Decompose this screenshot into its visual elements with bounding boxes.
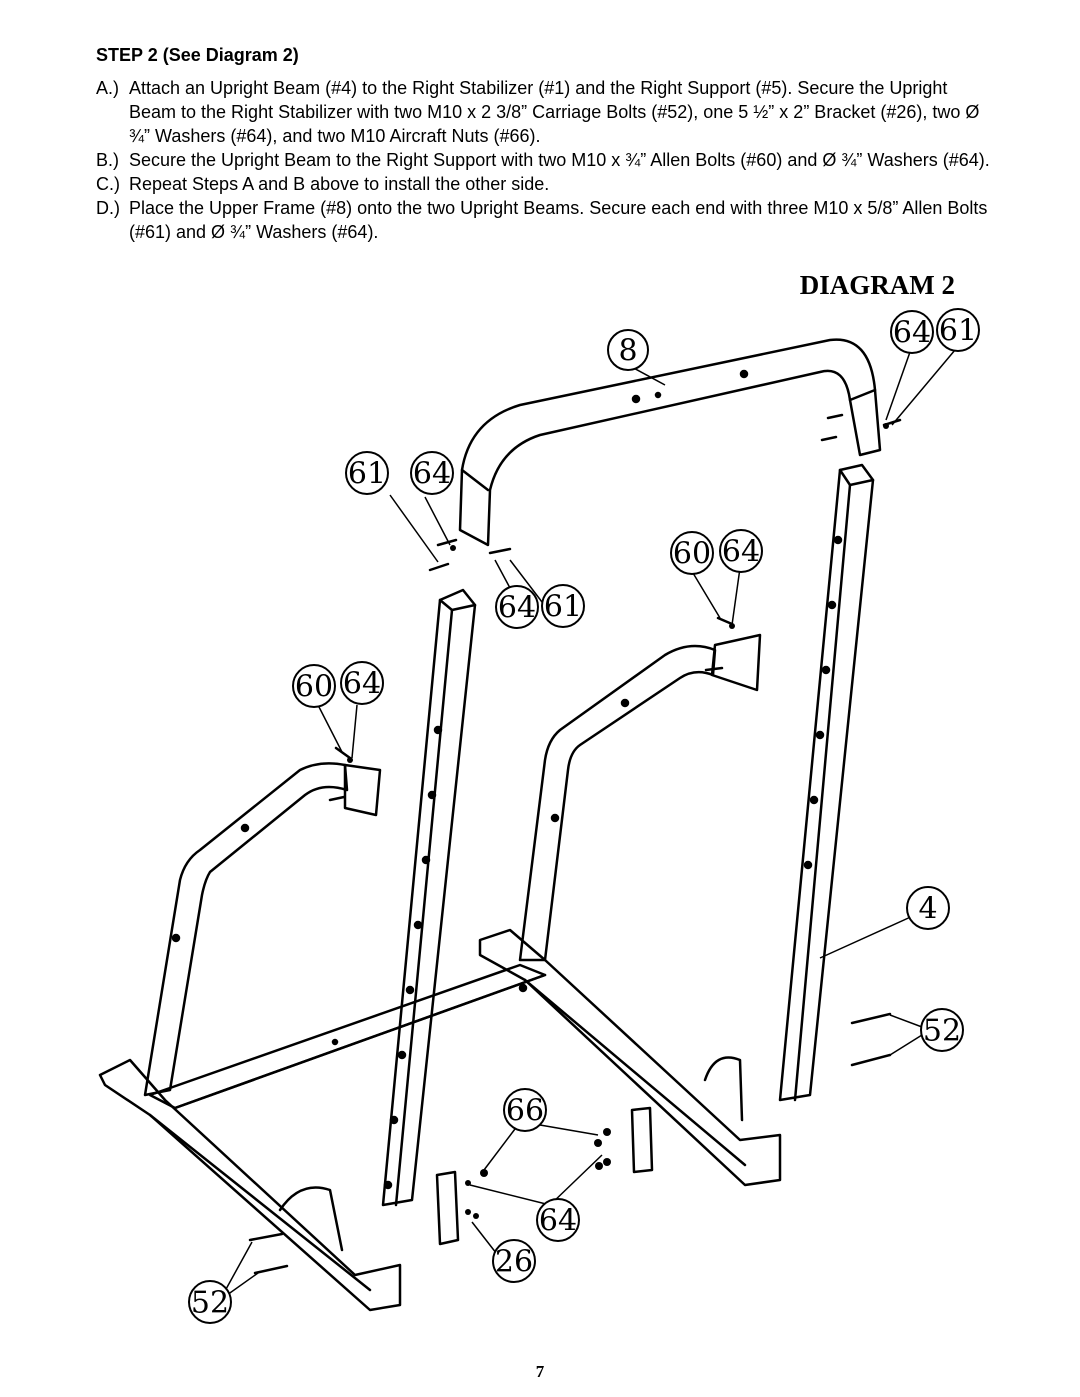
bolt-part [334, 746, 352, 760]
left-stabilizer [98, 1058, 402, 1312]
callout-60: 60 [295, 670, 333, 705]
callout-66: 66 [506, 1094, 544, 1129]
callout-bubble [340, 661, 384, 705]
callout-64: 64 [498, 591, 536, 626]
bolt-part [253, 1264, 289, 1275]
step-text: Place the Upper Frame (#8) onto the two … [129, 198, 988, 242]
bolt-part [850, 1012, 892, 1025]
callout-60: 60 [673, 537, 711, 572]
step-a: A.) Attach an Upright Beam (#4) to the R… [96, 76, 996, 148]
callout-61: 61 [544, 590, 582, 625]
callout-bubble [906, 886, 950, 930]
callout-bubble [536, 1198, 580, 1242]
step-b: B.) Secure the Upright Beam to the Right… [96, 148, 996, 172]
callout-bubble [495, 585, 539, 629]
callout-bubble [345, 451, 389, 495]
callout-61: 61 [348, 457, 386, 492]
callout-bubble [719, 529, 763, 573]
callout-bubble [188, 1280, 232, 1324]
step-heading: STEP 2 (See Diagram 2) [96, 45, 299, 65]
right-upright-beam [778, 463, 875, 1102]
bolt-part [820, 435, 838, 442]
callout-64: 64 [893, 316, 931, 351]
bolt-part [248, 1232, 284, 1242]
bolt-part [488, 547, 512, 555]
step-text: Repeat Steps A and B above to install th… [129, 174, 550, 194]
callout-bubble [492, 1239, 536, 1283]
step-d: D.) Place the Upper Frame (#8) onto the … [96, 196, 996, 244]
bolt-part [826, 413, 844, 420]
step-instructions: A.) Attach an Upright Beam (#4) to the R… [96, 76, 996, 244]
bolt-part [328, 795, 346, 802]
bolt-part [850, 1053, 892, 1067]
callout-bubble [503, 1088, 547, 1132]
callout-bubble [410, 451, 454, 495]
leader-lines [219, 349, 956, 1301]
callout-64: 64 [539, 1204, 577, 1239]
step-label: A.) [96, 78, 120, 98]
step-c: C.) Repeat Steps A and B above to instal… [96, 172, 996, 196]
step-text: Secure the Upright Beam to the Right Sup… [129, 150, 990, 170]
step-label: B.) [96, 150, 120, 170]
callout-64: 64 [343, 667, 381, 702]
callout-4: 4 [918, 892, 937, 927]
bracket-part [435, 1170, 460, 1246]
callout-52: 52 [923, 1014, 961, 1049]
callout-bubble [670, 531, 714, 575]
callout-64: 64 [722, 535, 760, 570]
upper-frame-part [458, 338, 882, 547]
washers-and-nuts [347, 423, 889, 1219]
left-support [143, 762, 382, 1097]
bolt-part [436, 538, 458, 547]
callout-bubble [920, 1008, 964, 1052]
callout-64: 64 [413, 457, 451, 492]
callout-8: 8 [618, 334, 637, 369]
callouts [188, 308, 980, 1324]
callout-61: 61 [939, 314, 977, 349]
callout-52: 52 [191, 1286, 229, 1321]
diagram-title: DIAGRAM 2 [799, 270, 955, 300]
page-number: 7 [535, 1362, 545, 1381]
right-support [518, 633, 762, 962]
bolt-part [704, 666, 724, 672]
left-upright-beam [381, 588, 477, 1207]
callout-bubble [890, 310, 934, 354]
step-label: D.) [96, 198, 120, 218]
bolt-part [716, 616, 734, 626]
callout-bubble [607, 329, 649, 371]
callout-26: 26 [495, 1245, 533, 1280]
callout-bubble [292, 664, 336, 708]
base-crossbar [148, 963, 547, 1110]
step-label: C.) [96, 174, 120, 194]
callout-bubble [936, 308, 980, 352]
bolt-part [428, 562, 450, 572]
right-stabilizer [478, 928, 782, 1187]
step-text: Attach an Upright Beam (#4) to the Right… [129, 78, 980, 146]
callout-bubble [541, 584, 585, 628]
bracket-part [630, 1106, 654, 1174]
